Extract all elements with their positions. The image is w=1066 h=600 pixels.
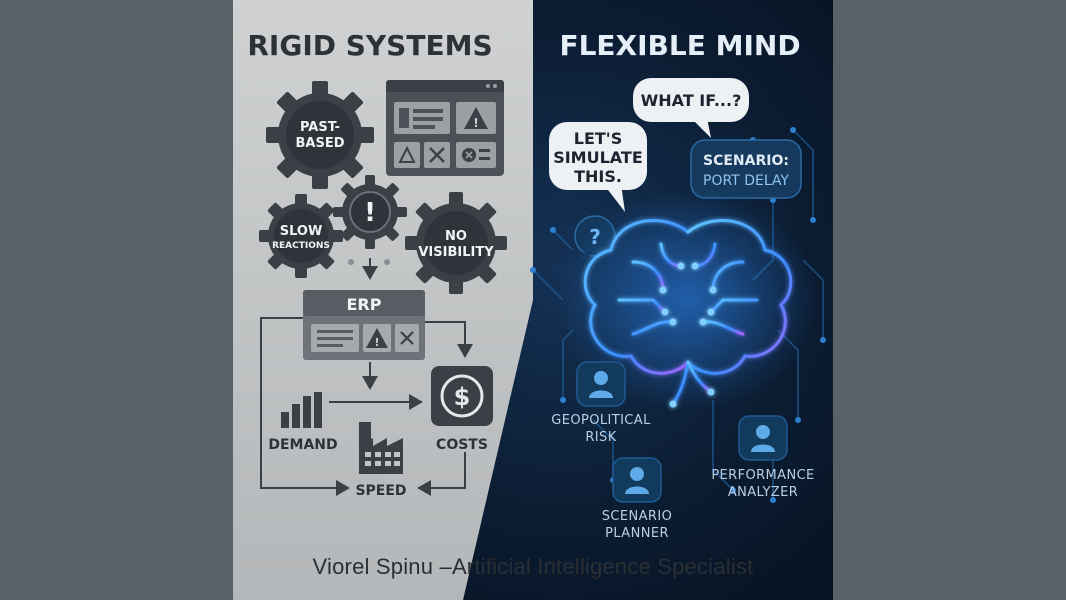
speech-bubble-simulate: LET'S SIMULATE THIS. (549, 122, 647, 212)
scenario-line2: PORT DELAY (703, 173, 789, 189)
flow-connectors (260, 317, 473, 496)
warning-symbol: ! (364, 198, 376, 228)
erp-label: ERP (347, 295, 382, 314)
agent-geopolitical-risk: GEOPOLITICAL RISK (551, 361, 651, 445)
agent-label-line2: PLANNER (605, 526, 669, 541)
agent-label-line2: RISK (585, 430, 616, 445)
gear-label-line1: NO (445, 229, 467, 244)
infographic-canvas: RIGID SYSTEMS PAST- BASED ! (233, 0, 833, 600)
infographic-panel: RIGID SYSTEMS PAST- BASED ! (233, 0, 833, 600)
bubble-simulate-line2: SIMULATE (553, 148, 643, 167)
agent-scenario-planner: SCENARIO PLANNER (602, 457, 672, 541)
left-title: RIGID SYSTEMS (247, 29, 492, 62)
speech-bubble-what-if: WHAT IF...? (633, 78, 749, 138)
erp-box: ERP ! (303, 290, 425, 360)
bubble-simulate-line3: THIS. (574, 167, 622, 186)
brain-circuit-icon (558, 190, 818, 410)
demand-bar-chart-icon (281, 392, 322, 428)
agent-label-line1: PERFORMANCE (711, 468, 814, 483)
dollar-symbol: $ (454, 383, 471, 411)
gear-label-line2: REACTIONS (272, 241, 330, 251)
svg-text:!: ! (374, 336, 379, 349)
gear-label-line2: VISIBILITY (418, 245, 494, 260)
gear-label-line1: PAST- (300, 120, 340, 135)
agent-performance-analyzer: PERFORMANCE ANALYZER (711, 415, 814, 500)
costs-dollar-icon: $ (431, 366, 493, 426)
dashboard-window-icon: ! (386, 80, 504, 176)
gear-warning: ! (333, 175, 407, 249)
right-title: FLEXIBLE MIND (559, 29, 800, 62)
gear-slow-reactions: SLOW REACTIONS (259, 194, 343, 278)
agent-label-line1: GEOPOLITICAL (551, 413, 651, 428)
agent-label-line2: ANALYZER (728, 485, 798, 500)
caption-name: Viorel Spinu (312, 554, 434, 579)
costs-label: COSTS (436, 437, 488, 453)
circuit-nodes (530, 127, 826, 503)
gear-label-line1: SLOW (280, 224, 323, 239)
scenario-line1: SCENARIO: (703, 153, 789, 169)
connector-dots (348, 259, 390, 265)
demand-label: DEMAND (268, 437, 337, 453)
bubble-whatif-text: WHAT IF...? (641, 91, 742, 110)
gear-label-line2: BASED (295, 136, 344, 151)
gear-past-based: PAST- BASED (266, 81, 374, 189)
author-caption: Viorel Spinu –Artificial Intelligence Sp… (233, 554, 833, 580)
caption-role: Artificial Intelligence Specialist (451, 554, 754, 579)
gear-no-visibility: NO VISIBILITY (405, 192, 507, 294)
factory-icon (359, 422, 403, 474)
caption-separator: – (433, 554, 452, 579)
speed-label: SPEED (355, 483, 406, 499)
agent-label-line1: SCENARIO (602, 509, 672, 524)
bubble-simulate-line1: LET'S (574, 129, 622, 148)
scenario-box: SCENARIO: PORT DELAY (690, 139, 802, 199)
svg-text:!: ! (473, 116, 478, 130)
